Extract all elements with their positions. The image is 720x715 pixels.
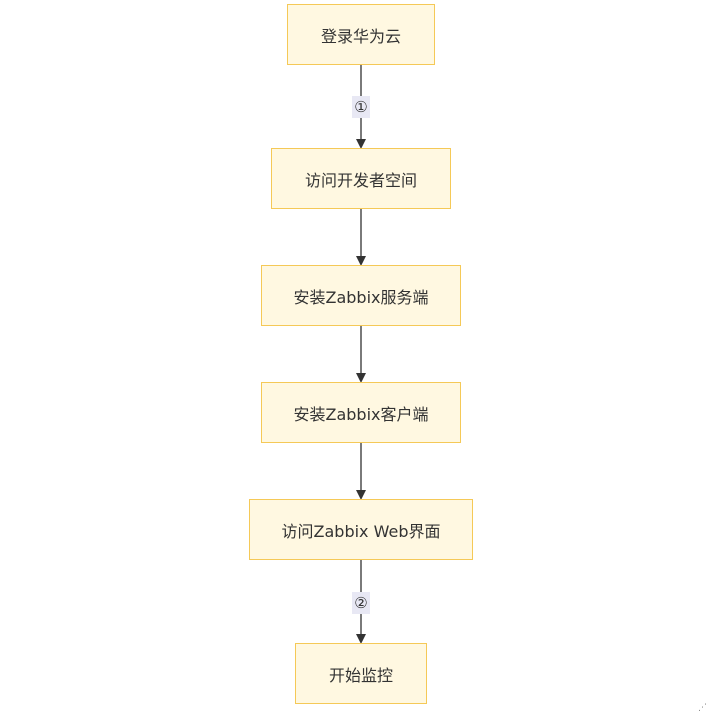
step-start-monitoring-label: 开始监控: [328, 665, 393, 685]
step-devspace: 访问开发者空间: [271, 148, 451, 209]
edge-label-2: ②: [352, 592, 370, 614]
step-login-label: 登录华为云: [320, 26, 401, 46]
resize-grip-icon: ⋰: [698, 703, 707, 713]
step-start-monitoring: 开始监控: [295, 643, 427, 704]
step-install-server-label: 安装Zabbix服务端: [293, 287, 429, 307]
step-login: 登录华为云: [287, 4, 435, 65]
step-install-client: 安装Zabbix客户端: [261, 382, 461, 443]
step-install-client-label: 安装Zabbix客户端: [293, 404, 429, 424]
step-install-server: 安装Zabbix服务端: [261, 265, 461, 326]
step-devspace-label: 访问开发者空间: [304, 170, 417, 190]
step-web-ui-label: 访问Zabbix Web界面: [281, 521, 441, 541]
edge-label-1: ①: [352, 96, 370, 118]
step-web-ui: 访问Zabbix Web界面: [249, 499, 473, 560]
